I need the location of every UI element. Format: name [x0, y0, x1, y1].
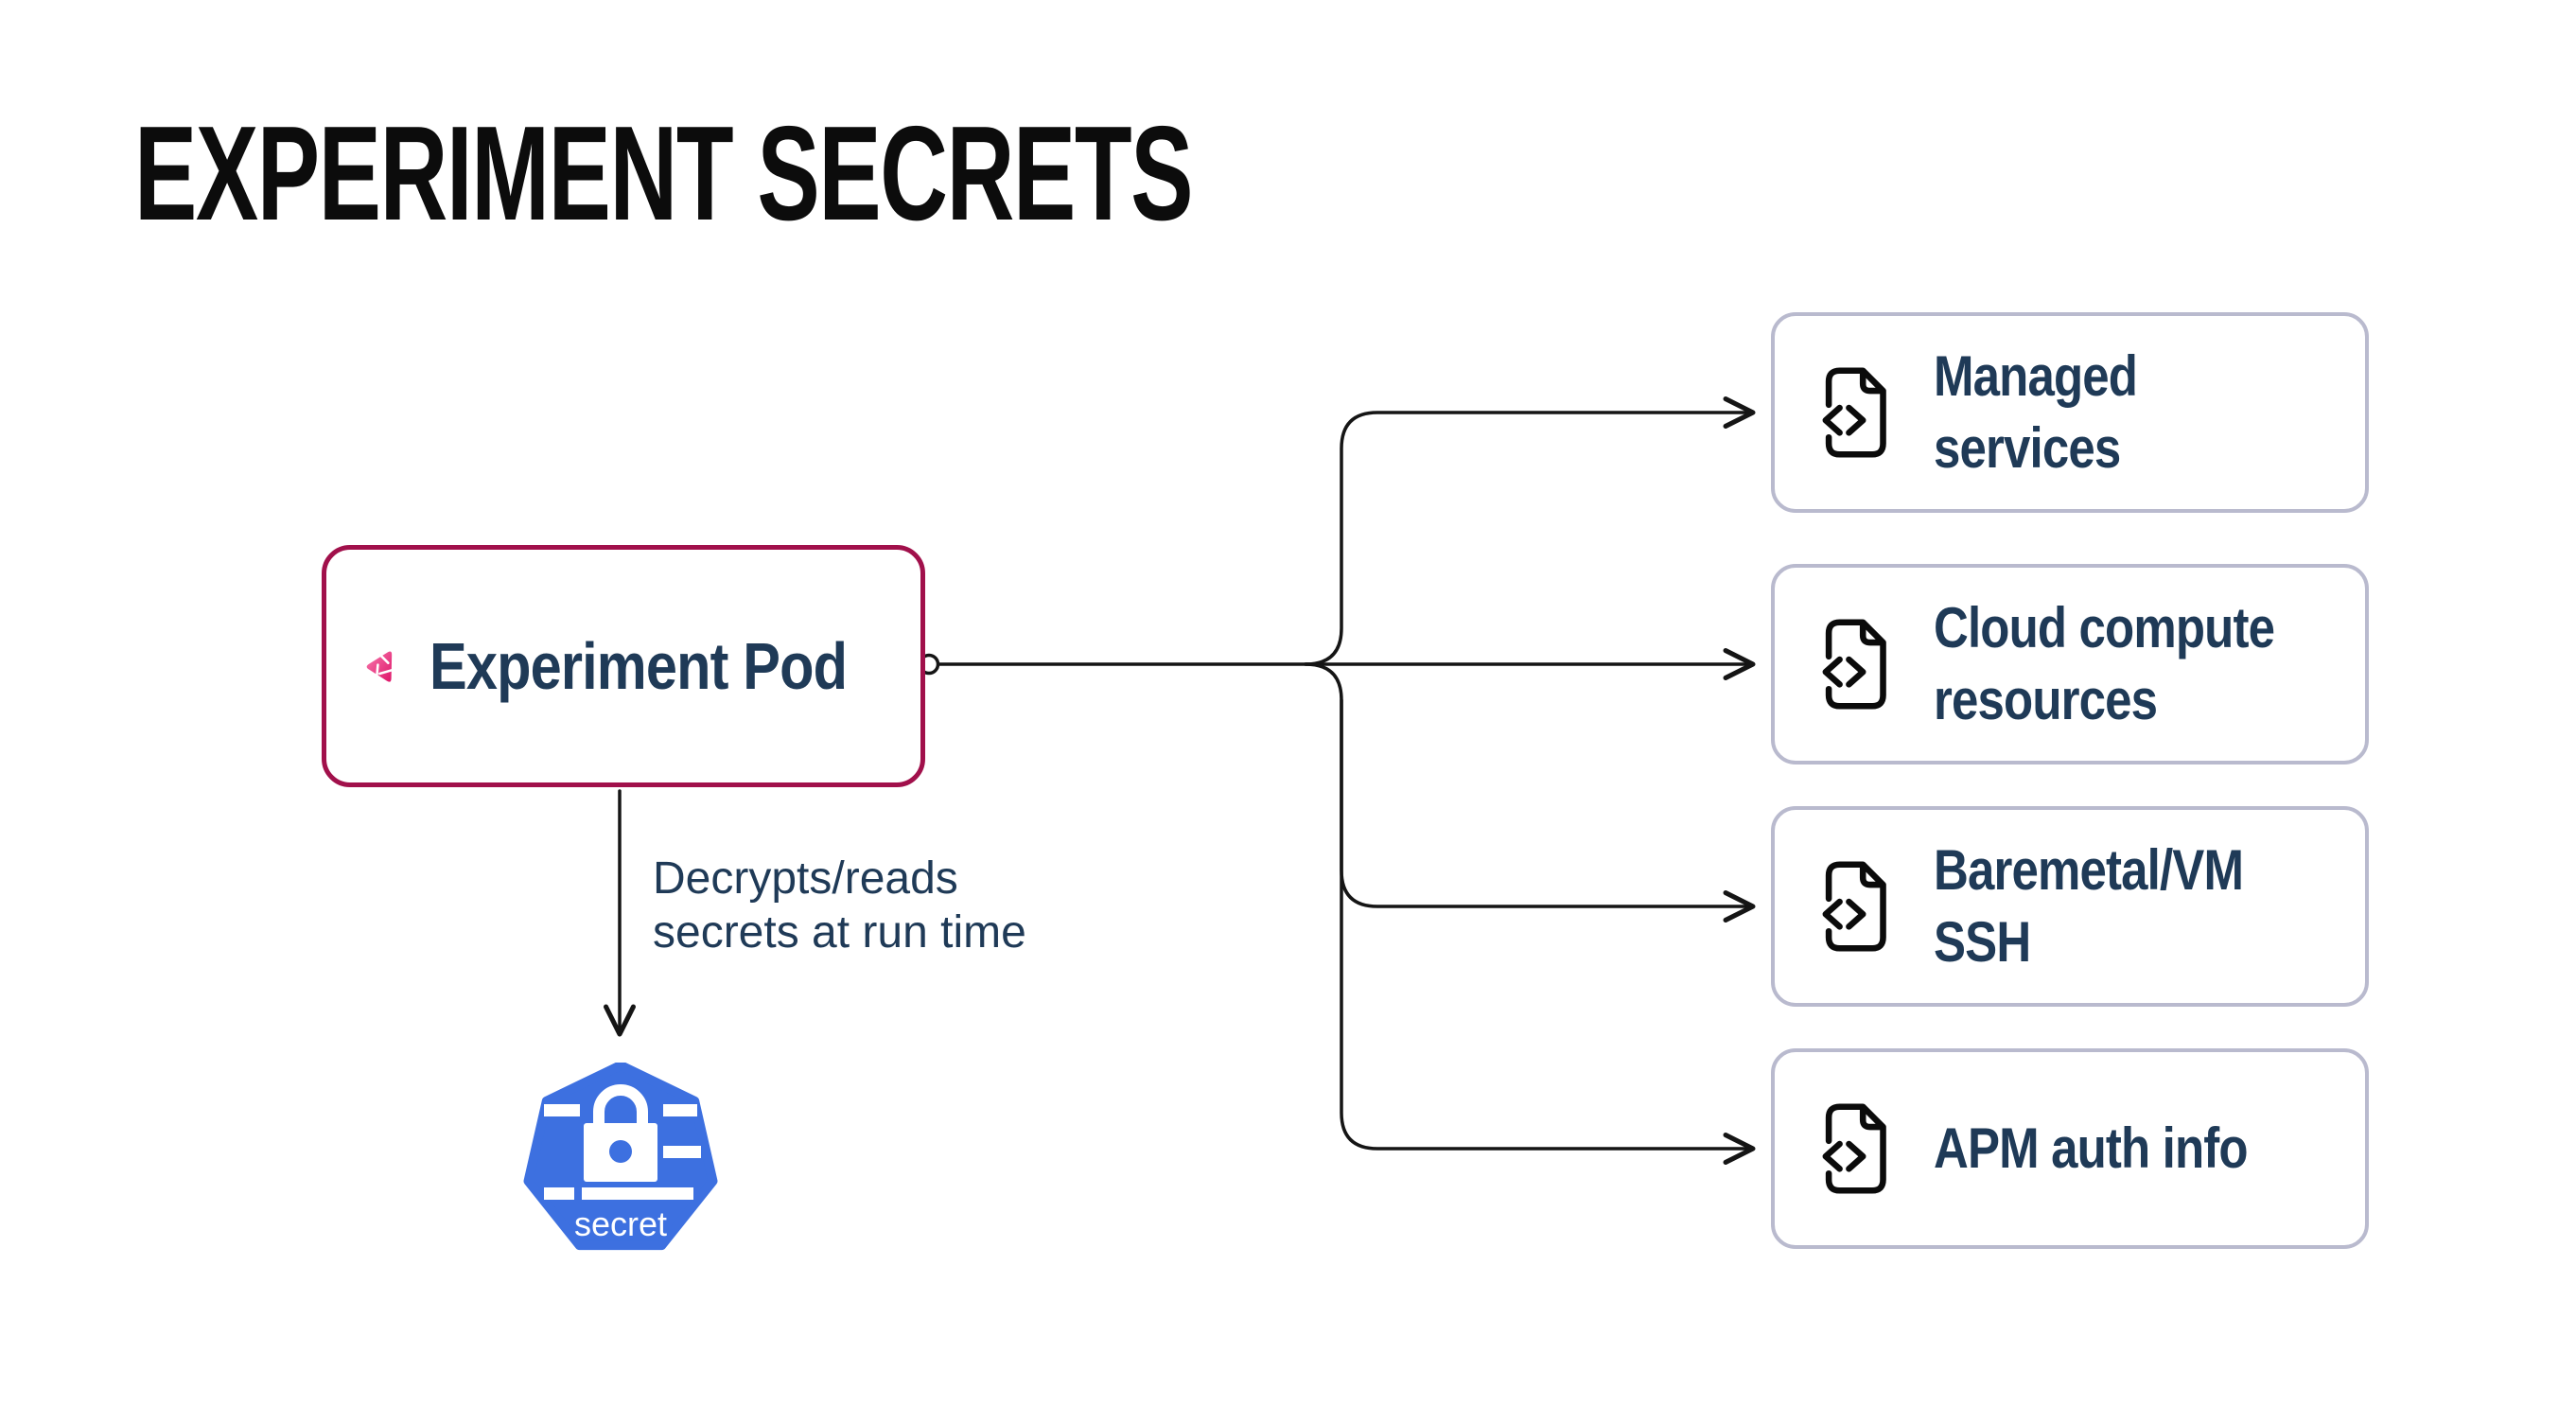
- node-label: Cloud compute resources: [1934, 596, 2275, 731]
- node-baremetal-ssh: Baremetal/VM SSH: [1771, 806, 2369, 1007]
- edge-annotation: Decrypts/reads secrets at run time: [653, 852, 1026, 959]
- node-cloud-compute: Cloud compute resources: [1771, 564, 2369, 765]
- edge-to-baremetal-ssh: [1304, 662, 1756, 923]
- experiment-pod-label: Experiment Pod: [429, 629, 848, 703]
- file-code-icon: [1816, 1100, 1894, 1197]
- node-apm-auth: APM auth info: [1771, 1048, 2369, 1249]
- node-label: Baremetal/VM SSH: [1934, 838, 2244, 974]
- edge-to-apm-auth: [1340, 698, 1756, 1166]
- edge-annotation-line2: secrets at run time: [653, 907, 1026, 958]
- page-title: EXPERIMENT SECRETS: [134, 98, 1193, 249]
- edge-to-managed-services: [1304, 395, 1756, 666]
- file-code-icon: [1816, 364, 1894, 461]
- experiment-pod-node: Experiment Pod: [322, 545, 925, 787]
- secret-label: secret: [574, 1204, 667, 1243]
- file-code-icon: [1816, 616, 1894, 712]
- kubernetes-secret-icon: secret: [523, 1063, 718, 1251]
- node-label: Managed services: [1934, 344, 2138, 480]
- edge-annotation-line1: Decrypts/reads: [653, 853, 958, 904]
- file-code-icon: [1816, 858, 1894, 955]
- node-managed-services: Managed services: [1771, 312, 2369, 513]
- node-label: APM auth info: [1934, 1116, 2249, 1180]
- pod-logo-icon: [366, 651, 395, 682]
